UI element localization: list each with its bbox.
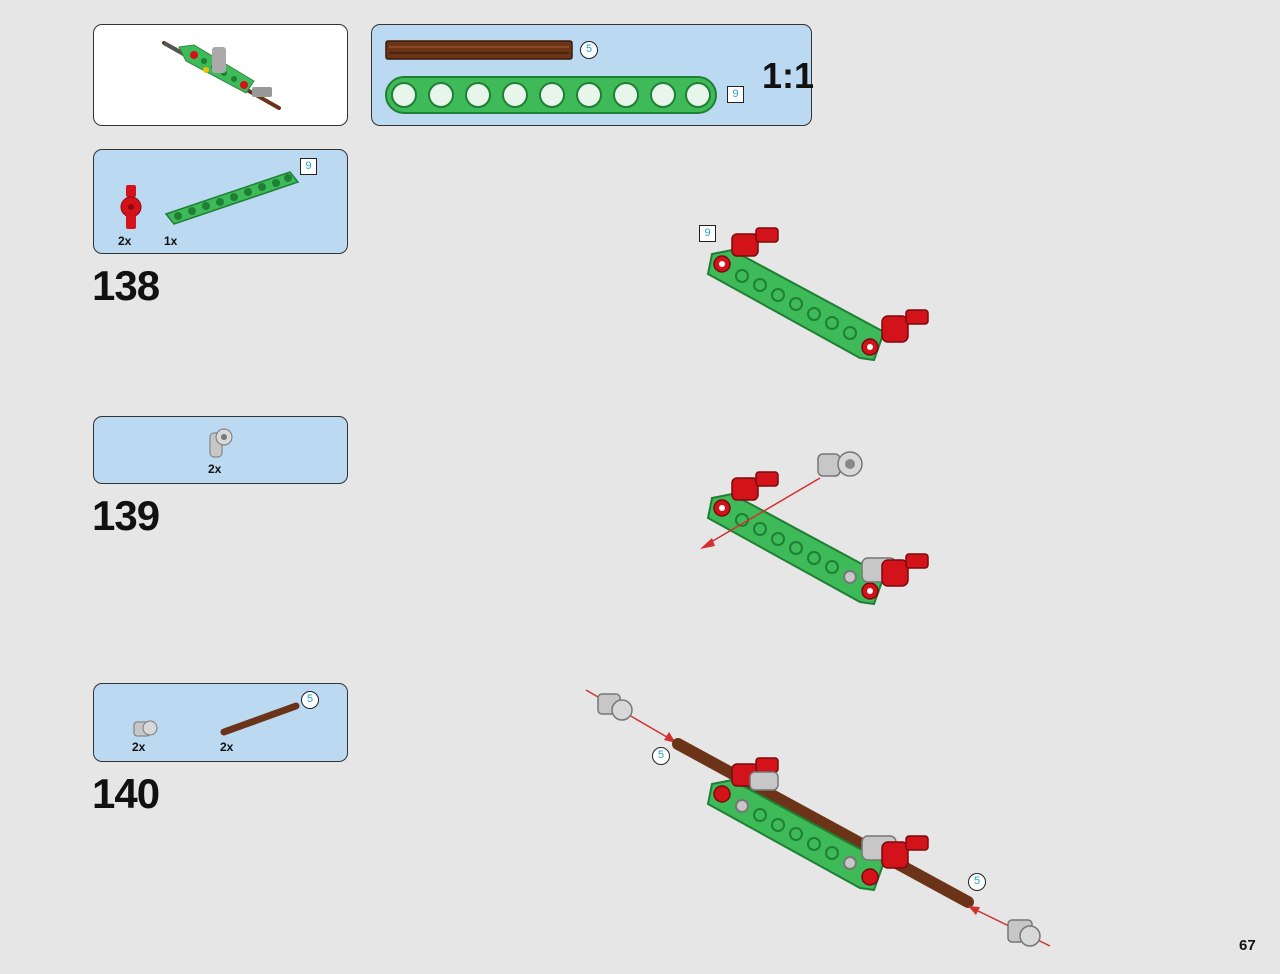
step-140-axle-length-callout: 5 (301, 691, 319, 709)
brown-axle-part (220, 702, 300, 736)
step-138-parts-box: 2x 1x 9 (93, 149, 348, 254)
step-138-part-1-qty: 2x (118, 234, 132, 248)
step-140-part-1-qty: 2x (132, 740, 146, 754)
step-138-assembly-callout: 9 (699, 225, 716, 242)
step-138-assembly-image (706, 227, 929, 362)
step-140-left-axle-callout: 5 (652, 747, 670, 765)
red-axle-connector-part (120, 185, 142, 229)
grey-bush-part (133, 720, 158, 737)
step-140-parts-box: 2x 2x 5 (93, 683, 348, 762)
step-140-assembly-image (585, 689, 1051, 947)
step-139-parts-box: 2x (93, 416, 348, 484)
subassembly-preview-image (162, 41, 281, 110)
grey-connector-part (209, 428, 233, 458)
step-140-number: 140 (92, 770, 160, 817)
green-beam-1to1 (385, 76, 717, 114)
scale-label: 1:1 (762, 55, 815, 96)
step-139-part-1-qty: 2x (208, 462, 222, 476)
step-139-assembly-image (700, 451, 929, 606)
green-beam-part (164, 171, 300, 225)
step-140-part-2-qty: 2x (220, 740, 234, 754)
step-138-part-2-qty: 1x (164, 234, 178, 248)
step-138-number: 138 (92, 262, 160, 309)
subassembly-preview-box (93, 24, 348, 126)
axle-length-callout: 5 (580, 41, 598, 59)
page-number: 67 (1239, 937, 1256, 954)
step-138-beam-length-callout: 9 (300, 158, 317, 175)
brown-axle-1to1 (385, 40, 573, 60)
length-check-box: 5 9 1:1 (371, 24, 815, 126)
beam-length-callout: 9 (727, 86, 744, 103)
step-139-number: 139 (92, 492, 160, 539)
step-140-right-axle-callout: 5 (968, 873, 986, 891)
